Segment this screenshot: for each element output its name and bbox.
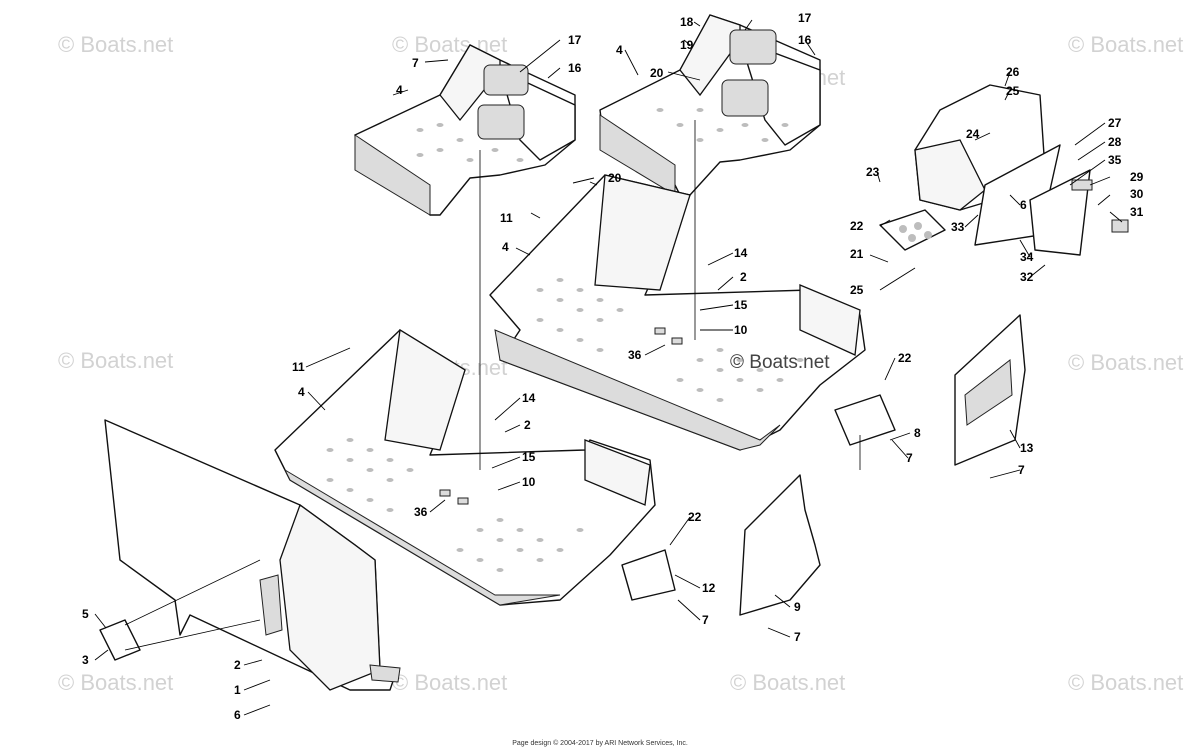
plate-3 [99, 619, 141, 661]
floor-pan-front [274, 328, 656, 606]
panel-9 [739, 474, 821, 616]
glove-box-assembly [879, 84, 1129, 256]
callout: 15 [734, 298, 748, 312]
callout: 20 [608, 171, 622, 185]
callout: 10 [522, 475, 536, 489]
callout: 16 [798, 33, 812, 47]
callout: 25 [1006, 84, 1020, 98]
watermark: © Boats.net [1068, 350, 1183, 375]
callout: 2 [234, 658, 241, 672]
console-tray-left [354, 44, 576, 216]
watermark: © Boats.net [392, 670, 507, 695]
callout: 9 [794, 600, 801, 614]
callout: 23 [866, 165, 880, 179]
callout: 28 [1108, 135, 1122, 149]
callout: 22 [898, 351, 912, 365]
callout: 14 [734, 246, 748, 260]
callout: 22 [850, 219, 864, 233]
callout: 24 [966, 127, 980, 141]
page-credit: Page design © 2004-2017 by ARI Network S… [512, 739, 688, 747]
watermark: © Boats.net [730, 670, 845, 695]
callout: 36 [414, 505, 428, 519]
plate-8 [834, 394, 896, 446]
firewall-panel [104, 419, 401, 691]
callout: 26 [1006, 65, 1020, 79]
callout: 10 [734, 323, 748, 337]
callout: 32 [1020, 270, 1034, 284]
watermark: © Boats.net [58, 670, 173, 695]
copyright-mark: © Boats.net [730, 352, 830, 373]
callout: 4 [298, 385, 305, 399]
callout: 8 [914, 426, 921, 440]
callout: 27 [1108, 116, 1122, 130]
watermark: © Boats.net [1068, 670, 1183, 695]
callout: 14 [522, 391, 536, 405]
callout-labels: 18 19 17 16 4 20 7 17 16 4 26 25 27 28 2… [82, 11, 1144, 722]
callout: 16 [568, 61, 582, 75]
callout: 7 [794, 630, 801, 644]
watermark: © Boats.net [392, 32, 507, 57]
leader-lines [94, 19, 1123, 716]
callout: 21 [850, 247, 864, 261]
callout: 4 [396, 83, 403, 97]
callout: 5 [82, 607, 89, 621]
watermark: © Boats.net [58, 32, 173, 57]
watermark: © Boats.net [1068, 32, 1183, 57]
callout: 15 [522, 450, 536, 464]
callout: 33 [951, 220, 965, 234]
alignment-lines [124, 120, 861, 651]
callout: 6 [234, 708, 241, 722]
callout: 25 [850, 283, 864, 297]
callout: 4 [502, 240, 509, 254]
callout: 11 [292, 360, 305, 374]
watermarks: © Boats.net © Boats.net © Boats.net © Bo… [58, 32, 1183, 695]
callout: 20 [650, 66, 664, 80]
callout: 3 [82, 653, 89, 667]
callout: 22 [688, 510, 702, 524]
console-tray-right [599, 14, 821, 196]
watermark: © Boats.net [58, 348, 173, 373]
callout: 35 [1108, 153, 1122, 167]
callout: 17 [798, 11, 812, 25]
floor-pan-rear [489, 174, 866, 451]
callout: 36 [628, 348, 642, 362]
callout: 11 [500, 211, 513, 225]
callout: 4 [616, 43, 623, 57]
callout: 12 [702, 581, 716, 595]
callout: 2 [740, 270, 747, 284]
floor-holes-rear [536, 278, 804, 402]
floor-holes-front [326, 438, 584, 572]
callout: 7 [906, 451, 913, 465]
callout: 2 [524, 418, 531, 432]
callout: 30 [1130, 187, 1144, 201]
callout: 7 [1018, 463, 1025, 477]
callout: 19 [680, 38, 694, 52]
side-plates [99, 314, 1026, 661]
callout: 6 [1020, 198, 1027, 212]
callout: 34 [1020, 250, 1034, 264]
callout: 31 [1130, 205, 1144, 219]
plate-12 [621, 549, 676, 601]
callout: 13 [1020, 441, 1034, 455]
callout: 1 [234, 683, 241, 697]
callout: 7 [412, 56, 419, 70]
callout: 29 [1130, 170, 1144, 184]
callout: 7 [702, 613, 709, 627]
callout: 17 [568, 33, 582, 47]
callout: 18 [680, 15, 694, 29]
